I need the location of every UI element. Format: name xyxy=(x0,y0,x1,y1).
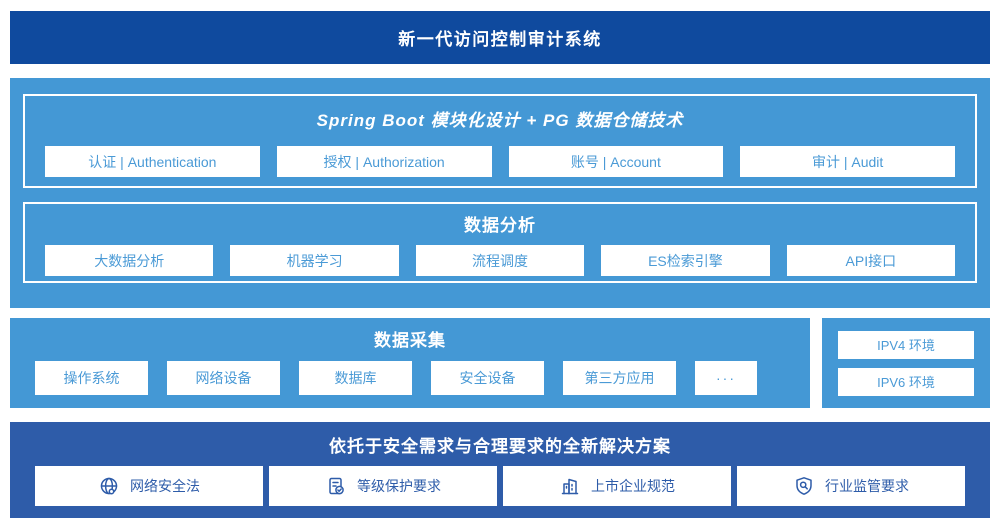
collection-os: 操作系统 xyxy=(35,361,148,395)
analysis-workflow: 流程调度 xyxy=(415,245,585,276)
document-check-icon xyxy=(329,477,344,495)
shield-search-icon xyxy=(796,477,812,495)
collection-section: 数据采集 操作系统 网络设备 数据库 安全设备 第三方应用 ··· xyxy=(10,318,810,408)
globe-icon xyxy=(100,477,118,495)
env-panel: IPV4 环境 IPV6 环境 xyxy=(822,318,990,408)
collection-thirdparty: 第三方应用 xyxy=(563,361,676,395)
module-authorization: 授权 | Authorization xyxy=(276,146,492,177)
analysis-es: ES检索引擎 xyxy=(601,245,770,276)
collection-network-device: 网络设备 xyxy=(167,361,280,395)
modules-row: 认证 | Authentication 授权 | Authorization 账… xyxy=(25,146,975,177)
analysis-ml: 机器学习 xyxy=(230,245,399,276)
modules-title: Spring Boot 模块化设计 + PG 数据仓储技术 xyxy=(316,111,684,130)
analysis-row: 大数据分析 机器学习 流程调度 ES检索引擎 API接口 xyxy=(25,245,975,276)
solution-item-label: 行业监管要求 xyxy=(825,478,909,494)
modules-panel: Spring Boot 模块化设计 + PG 数据仓储技术 认证 | Authe… xyxy=(23,94,977,188)
module-account: 账号 | Account xyxy=(508,146,724,177)
solution-title: 依托于安全需求与合理要求的全新解决方案 xyxy=(329,437,671,456)
solution-classified-protection: 等级保护要求 xyxy=(269,466,497,506)
solution-item-label: 等级保护要求 xyxy=(357,478,441,494)
solution-item-label: 上市企业规范 xyxy=(591,478,675,494)
env-ipv4: IPV4 环境 xyxy=(838,330,974,359)
solution-row: 网络安全法 等级保护要求 xyxy=(10,466,990,506)
module-authentication: 认证 | Authentication xyxy=(45,146,260,177)
solution-item-label: 网络安全法 xyxy=(130,478,200,494)
page-title: 新一代访问控制审计系统 xyxy=(398,30,602,49)
analysis-panel: 数据分析 大数据分析 机器学习 流程调度 ES检索引擎 API接口 xyxy=(23,202,977,283)
platform-section: Spring Boot 模块化设计 + PG 数据仓储技术 认证 | Authe… xyxy=(10,78,990,308)
module-audit: 审计 | Audit xyxy=(740,146,955,177)
collection-database: 数据库 xyxy=(299,361,412,395)
analysis-api: API接口 xyxy=(786,245,956,276)
analysis-title: 数据分析 xyxy=(464,216,536,235)
collection-title: 数据采集 xyxy=(374,331,446,350)
solution-section: 依托于安全需求与合理要求的全新解决方案 网络安全法 xyxy=(10,422,990,518)
collection-security-device: 安全设备 xyxy=(431,361,544,395)
title-banner: 新一代访问控制审计系统 xyxy=(10,11,990,64)
solution-industry-regulation: 行业监管要求 xyxy=(737,466,965,506)
buildings-icon xyxy=(561,478,579,495)
solution-listed-company: 上市企业规范 xyxy=(503,466,731,506)
collection-more: ··· xyxy=(695,361,757,395)
solution-cybersecurity-law: 网络安全法 xyxy=(35,466,263,506)
analysis-bigdata: 大数据分析 xyxy=(45,245,214,276)
env-ipv6: IPV6 环境 xyxy=(838,367,974,396)
collection-row: 操作系统 网络设备 数据库 安全设备 第三方应用 ··· xyxy=(10,361,810,395)
